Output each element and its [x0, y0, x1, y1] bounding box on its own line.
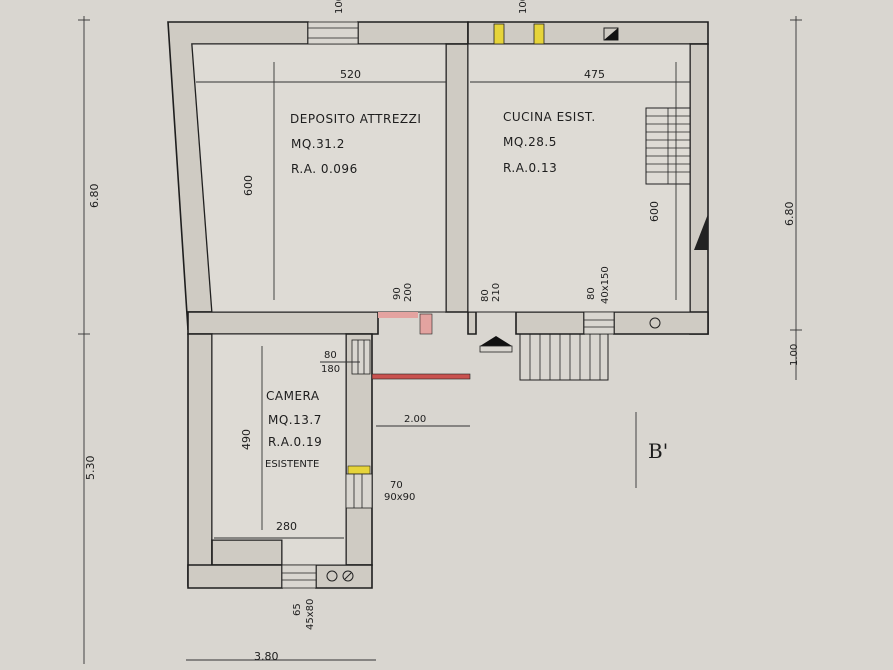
window-cucina-w: 80 [586, 287, 597, 300]
external-stair [519, 333, 609, 381]
camera-area: MQ.13.7 [268, 413, 322, 427]
entrance-arrow [480, 336, 512, 346]
cucina-area: MQ.28.5 [503, 135, 557, 149]
camera-width: 280 [276, 520, 297, 533]
wall-middle [445, 43, 469, 313]
door-cucina-h: 210 [491, 283, 502, 302]
wall-camera-bottom3 [315, 564, 373, 589]
wall-triangle [694, 214, 708, 250]
door-camera-w: 80 [324, 350, 337, 361]
room-interiors [191, 43, 691, 566]
cucina-ra: R.A.0.13 [503, 161, 557, 175]
window-camera-size: 90x90 [384, 492, 415, 503]
window-bottom-w: 65 [292, 603, 303, 616]
labels: DEPOSITO ATTREZZI MQ.31.2 R.A. 0.096 520… [84, 0, 800, 663]
dim-passage: 2.00 [404, 414, 426, 425]
exterior-walls [167, 21, 709, 589]
red-partition [371, 373, 471, 380]
window-cucina-size: 40x150 [600, 266, 611, 304]
window-camera-w: 70 [390, 480, 403, 491]
cucina-name: CUCINA ESIST. [503, 110, 596, 124]
wall-camera-left [187, 333, 213, 587]
wall-cucina-bottom3 [613, 311, 709, 335]
entrance-step [479, 345, 513, 353]
wall-camera-bottom [211, 539, 283, 566]
camera-ra: R.A.0.19 [268, 435, 322, 449]
dim-bottom: 3.80 [254, 650, 279, 663]
yellow-window-top2 [533, 23, 545, 45]
pink-wall-deposito [378, 312, 418, 318]
dim-left-lower: 5.30 [84, 456, 97, 481]
staircase-cucina [645, 107, 691, 185]
deposito-height: 600 [242, 175, 255, 196]
yellow-window-camera [347, 465, 371, 475]
cucina-height: 600 [648, 201, 661, 222]
highlights [347, 23, 708, 475]
dim-top-window: 100 [334, 0, 345, 14]
window-bottom-size: 45x80 [305, 599, 316, 630]
windows [281, 21, 615, 589]
yellow-window-top [493, 23, 505, 45]
dimension-lines [78, 16, 802, 664]
door-deposito-w: 90 [392, 287, 403, 300]
symbols [326, 317, 661, 582]
section-marker: B' [648, 439, 668, 463]
wall-top-deposito [357, 21, 469, 45]
dim-right-lower: 1.00 [789, 344, 800, 366]
door-cucina-w: 80 [480, 289, 491, 302]
wall-camera-bottom2 [187, 564, 283, 589]
cucina-width: 475 [584, 68, 605, 81]
dim-left-upper: 6.80 [88, 184, 101, 209]
camera-name: CAMERA [266, 389, 320, 403]
room-cucina [467, 43, 691, 313]
wall-cucina-bottom [467, 311, 477, 335]
door-camera-h: 180 [321, 364, 340, 375]
deposito-area: MQ.31.2 [291, 137, 345, 151]
pink-door-block [419, 313, 433, 335]
black-triangle-fill [604, 28, 618, 40]
dim-top-window2: 100 [518, 0, 529, 14]
deposito-width: 520 [340, 68, 361, 81]
deposito-name: DEPOSITO ATTREZZI [290, 112, 421, 126]
room-deposito [191, 43, 447, 313]
camera-height: 490 [240, 429, 253, 450]
wall-deposito-bottom [187, 311, 379, 335]
camera-note: ESISTENTE [265, 459, 319, 470]
door-deposito-h: 200 [403, 283, 414, 302]
wall-cucina-right [689, 43, 709, 335]
dim-right-upper: 6.80 [783, 202, 796, 227]
wall-cucina-bottom2 [515, 311, 585, 335]
deposito-ra: R.A. 0.096 [291, 162, 358, 176]
